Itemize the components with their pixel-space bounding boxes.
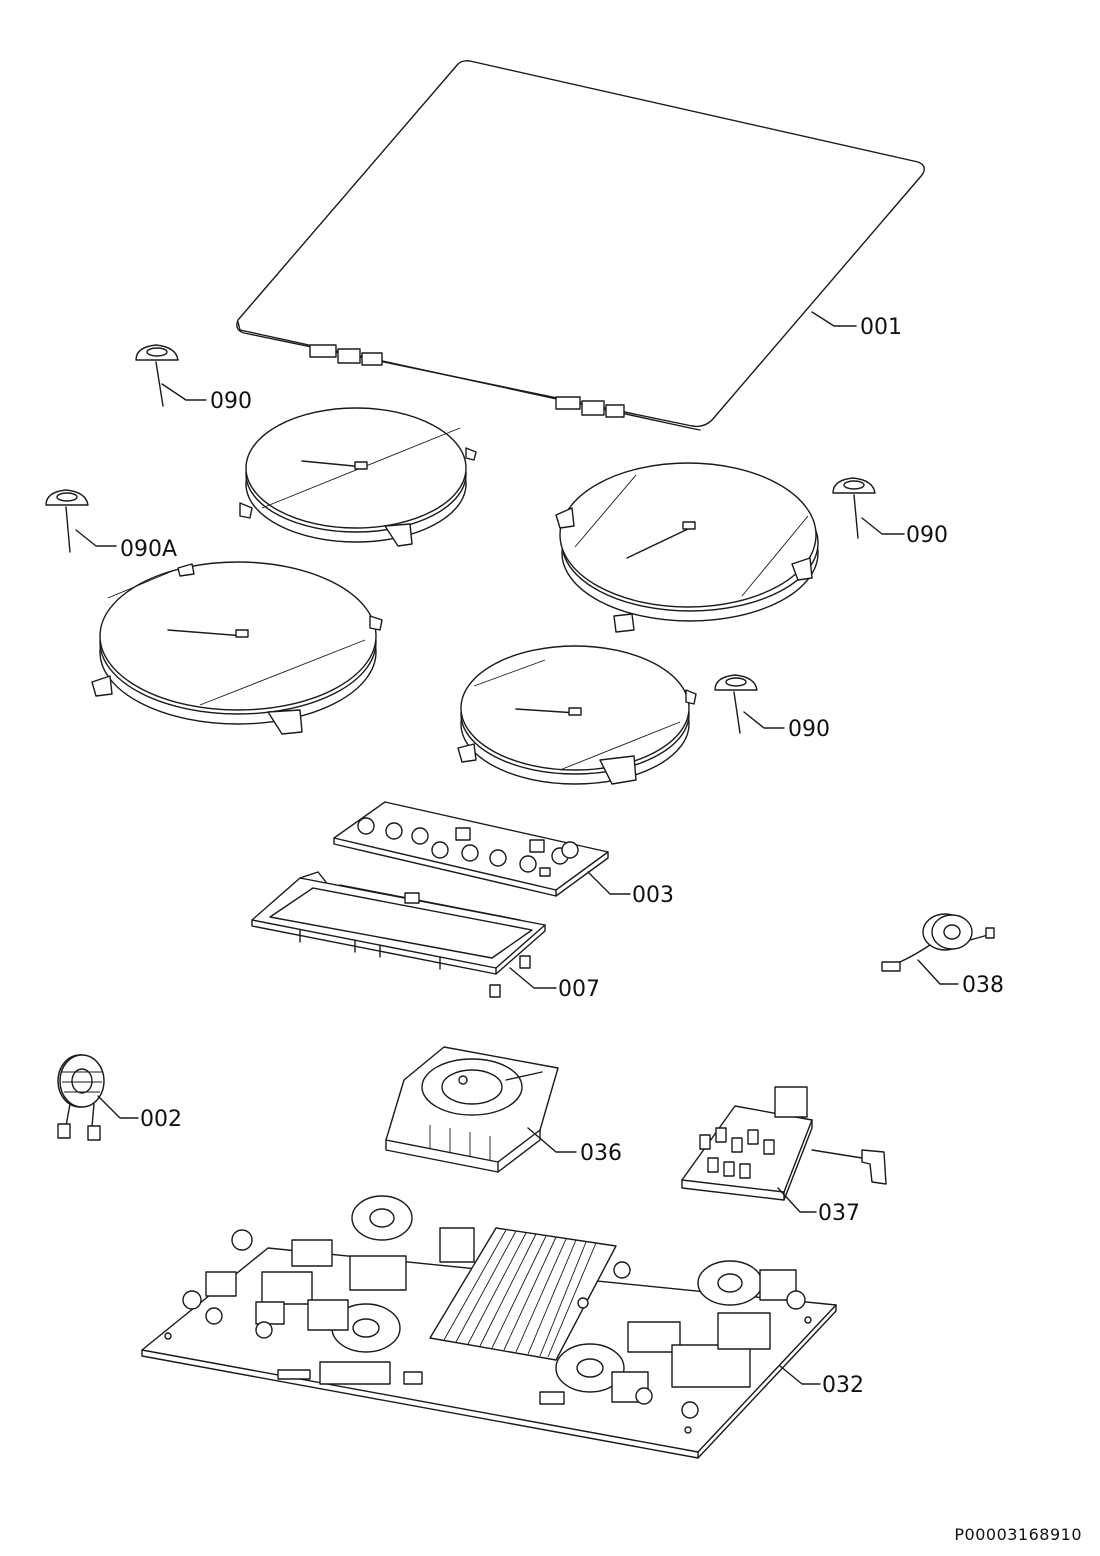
- bumper-090-middle-drawing: [714, 674, 758, 734]
- label-part-032: 032: [822, 1373, 864, 1398]
- label-part-036: 036: [580, 1141, 622, 1166]
- glass-top-plate-drawing: [236, 60, 925, 431]
- induction-coil-right-drawing: [555, 462, 819, 633]
- part-labels: 001 090 090A 090 090 003 007 038 002 036…: [120, 315, 1004, 1398]
- label-part-090a: 090A: [120, 537, 177, 562]
- label-part-007: 007: [558, 977, 600, 1002]
- ferrite-cable-drawing: [881, 913, 995, 972]
- bumper-090-top-left-drawing: [135, 344, 179, 407]
- label-part-003: 003: [632, 883, 674, 908]
- leader-lines: [75, 311, 959, 1385]
- label-part-037: 037: [818, 1201, 860, 1226]
- board-holder-frame-drawing: [251, 871, 546, 998]
- label-part-090-middle: 090: [788, 717, 830, 742]
- label-part-038: 038: [962, 973, 1004, 998]
- power-board-drawing: [141, 1195, 837, 1459]
- label-part-090-top-left: 090: [210, 389, 252, 414]
- bumper-090-right-drawing: [832, 477, 876, 539]
- label-part-001: 001: [860, 315, 902, 340]
- induction-coil-top-left-drawing: [239, 407, 477, 547]
- label-part-090-right: 090: [906, 523, 948, 548]
- induction-coil-front-drawing: [457, 645, 697, 785]
- cooling-fan-drawing: [385, 1046, 559, 1173]
- terminal-block-drawing: [681, 1086, 887, 1201]
- induction-coil-large-left-drawing: [91, 561, 383, 735]
- drawing-reference-code: P00003168910: [954, 1525, 1082, 1544]
- toroid-choke-drawing: [57, 1054, 105, 1141]
- bumper-090a-drawing: [45, 489, 89, 553]
- control-board-drawing: [333, 801, 609, 897]
- label-part-002: 002: [140, 1107, 182, 1132]
